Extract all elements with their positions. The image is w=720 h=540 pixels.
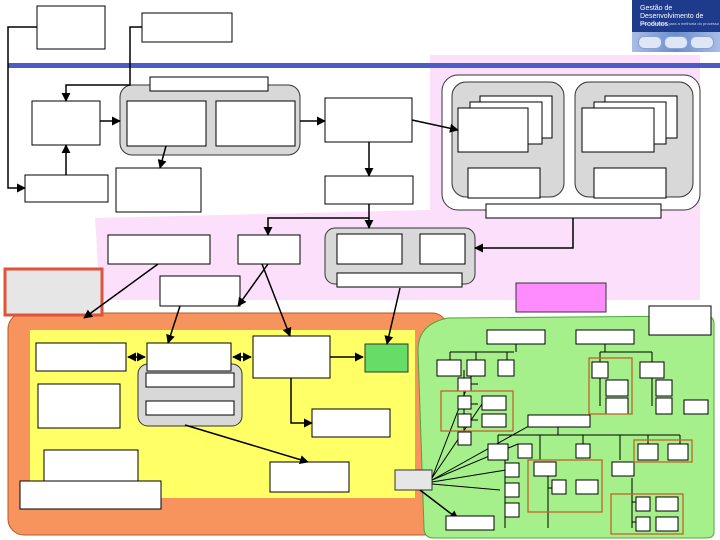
green-tree — [431, 329, 709, 535]
connector-y-diag — [184, 424, 309, 464]
box-mid-center — [324, 175, 414, 205]
box-group-a1 — [126, 100, 207, 147]
connector-group-down — [157, 145, 167, 169]
box-y-7 — [19, 480, 162, 510]
box-y-1 — [35, 342, 127, 372]
box-top-left — [36, 5, 106, 50]
stack-right-front — [581, 107, 655, 153]
box-y-2 — [146, 342, 232, 372]
box-left-low — [24, 174, 109, 203]
connector-low-2 — [261, 263, 292, 337]
red-frame-box — [3, 267, 104, 317]
connector-hub-out — [419, 489, 459, 520]
logo-pill — [638, 36, 662, 49]
box-row-bar — [336, 272, 463, 288]
connector-loop-left — [7, 26, 37, 193]
box-mid-left — [115, 167, 202, 213]
box-right-bar — [485, 203, 662, 219]
product-development-logo: Gestão de Desenvolvimento de Produtos Um… — [632, 0, 720, 52]
logo-pill — [690, 36, 714, 49]
logo-title: Gestão de Desenvolvimento de Produtos — [640, 5, 704, 28]
connector-y-down — [290, 378, 313, 428]
connector-row1-down — [83, 263, 159, 319]
stack-left-front — [457, 107, 529, 153]
box-y-4 — [37, 383, 121, 429]
box-top-second — [141, 12, 233, 43]
magenta-box — [515, 282, 607, 313]
connector-mid-split — [263, 204, 370, 236]
box-mid-low — [159, 275, 241, 307]
box-right-low-a — [467, 167, 541, 199]
box-y-5 — [311, 408, 391, 438]
box-y-8 — [269, 461, 350, 493]
box-right-low-b — [593, 167, 667, 199]
box-mid-top — [324, 97, 413, 143]
box-far-right — [648, 305, 712, 336]
box-y-6 — [43, 449, 139, 483]
connector-right-down — [474, 218, 574, 253]
box-y-group-1 — [145, 372, 235, 388]
logo-subtitle: Uma referência para a melhoria do proces… — [640, 21, 720, 26]
box-row-4 — [419, 233, 466, 265]
box-y-group-2 — [145, 400, 235, 416]
box-row-3 — [336, 233, 403, 265]
top-divider-bar — [8, 63, 720, 68]
logo-pill — [664, 36, 688, 49]
connector-top-to-left — [61, 26, 142, 102]
connector-low-3 — [384, 287, 401, 345]
connector-low-1 — [166, 305, 181, 344]
box-group-a2 — [215, 100, 296, 147]
connector-row2-down — [237, 263, 269, 307]
box-row-2 — [237, 234, 301, 265]
box-y-3 — [252, 335, 331, 379]
box-row-1 — [107, 234, 211, 265]
gray-hub-box — [394, 469, 433, 491]
connector-mid-to-stack — [411, 119, 459, 133]
green-box — [364, 343, 409, 373]
box-left-mid — [31, 100, 101, 146]
box-top-header — [149, 76, 269, 92]
